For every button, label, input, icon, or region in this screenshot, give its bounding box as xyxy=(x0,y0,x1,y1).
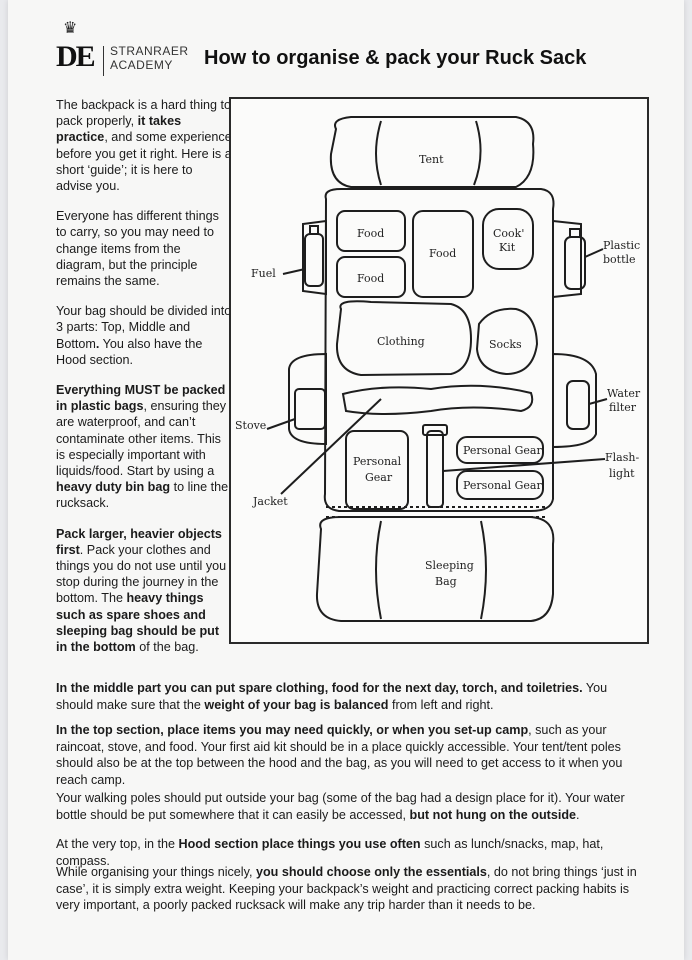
text-run: from left and right. xyxy=(388,697,494,712)
intro-paragraph: Pack larger, heavier objects first. Pack… xyxy=(56,526,232,656)
pack-body xyxy=(323,188,555,512)
label-plastic-bottle-2: bottle xyxy=(603,253,636,266)
right-lower-pocket xyxy=(552,352,597,449)
label-clothing: Clothing xyxy=(377,335,425,348)
stove xyxy=(294,388,326,430)
text-run: , ensuring they are waterproof, and can’… xyxy=(56,399,227,479)
label-personal-gear-left-1: Personal xyxy=(353,455,402,468)
bold-text-run: it takes practice xyxy=(56,114,182,145)
clothing-bag xyxy=(335,300,473,377)
bold-text-run: you should choose only the essentials xyxy=(255,865,487,879)
page-title: How to organise & pack your Ruck Sack xyxy=(204,47,587,69)
paragraph-essentials: While organising your things nicely, you… xyxy=(56,864,646,914)
text-run: The backpack is a hard thing to pack pro… xyxy=(56,98,232,129)
paragraph-top-section: In the top section, place items you may … xyxy=(56,722,646,788)
text-run: Your bag should be divided into 3 parts:… xyxy=(56,304,232,351)
text-run: . Pack your clothes and things you do no… xyxy=(56,542,227,606)
personal-gear-left xyxy=(345,430,409,510)
personal-gear-top xyxy=(456,436,544,464)
label-tent: Tent xyxy=(419,153,444,166)
text-run: of the bag. xyxy=(135,640,199,655)
label-food-2: Food xyxy=(357,272,384,285)
bold-text-run: heavy duty bin bag xyxy=(56,480,171,495)
label-cook-kit-2: Kit xyxy=(499,241,516,254)
label-cook-kit-1: Cook' xyxy=(493,227,524,240)
paragraph-hood-section: At the very top, in the Hood section pla… xyxy=(56,836,646,869)
logo-mark: DE xyxy=(56,40,96,73)
label-jacket: Jacket xyxy=(252,495,288,508)
bold-text-run: weight of your bag is balanced xyxy=(204,697,389,712)
label-personal-gear-bottom: Personal Gear xyxy=(463,479,542,492)
label-sleeping-bag-2: Bag xyxy=(435,575,457,588)
jacket-roll xyxy=(341,384,534,415)
food-box-1 xyxy=(336,210,406,252)
label-flashlight-1: Flash- xyxy=(605,451,639,464)
logo-divider xyxy=(103,46,104,76)
text-run: Everyone has different things to carry, … xyxy=(56,209,219,289)
bold-text-run: Everything MUST be packed in plastic bag… xyxy=(56,383,226,414)
rucksack-diagram: Tent Food Food Food Cook' Kit Plastic bo… xyxy=(229,97,649,644)
text-run: You also have the Hood section. xyxy=(56,336,203,367)
label-stove: Stove xyxy=(235,419,266,432)
label-fuel: Fuel xyxy=(251,267,276,280)
text-run: Your walking poles should put outside yo… xyxy=(56,791,625,822)
intro-paragraph: Your bag should be divided into 3 parts:… xyxy=(56,303,232,368)
text-run: , and some experience before you get it … xyxy=(56,130,232,194)
school-name: STRANRAER ACADEMY xyxy=(110,44,189,72)
food-box-2 xyxy=(336,256,406,298)
label-plastic-bottle-1: Plastic xyxy=(603,239,640,252)
personal-gear-bottom xyxy=(456,470,544,500)
text-run: At the very top, in the xyxy=(56,837,179,851)
intro-paragraph: The backpack is a hard thing to pack pro… xyxy=(56,97,232,194)
bold-text-run: Hood section place things you use often xyxy=(178,837,421,851)
paragraph-middle-section: In the middle part you can put spare clo… xyxy=(56,680,646,713)
label-personal-gear-left-2: Gear xyxy=(365,471,393,484)
label-sleeping-bag-1: Sleeping xyxy=(425,559,474,572)
paragraph-walking-poles: Your walking poles should put outside yo… xyxy=(56,790,646,823)
bold-text-run: In the middle part you can put spare clo… xyxy=(56,681,583,695)
fuel-bottle xyxy=(304,233,324,287)
flashlight xyxy=(426,430,444,508)
text-run: to line the rucksack. xyxy=(56,480,229,511)
crown-icon: ♛ xyxy=(63,20,78,37)
label-personal-gear-top: Personal Gear xyxy=(463,444,542,457)
tent-roll xyxy=(329,116,535,188)
right-side-pocket xyxy=(552,219,582,299)
label-water-filter-2: filter xyxy=(609,401,637,414)
intro-paragraph: Everyone has different things to carry, … xyxy=(56,208,232,289)
bold-text-run: In the top section, place items you may … xyxy=(56,723,529,737)
text-run: such as lunch/snacks, map, hat, compass. xyxy=(56,837,604,868)
label-socks: Socks xyxy=(489,338,522,351)
label-flashlight-2: light xyxy=(609,467,635,480)
text-run: . xyxy=(576,807,580,822)
label-food-3: Food xyxy=(429,247,456,260)
text-run: While organising your things nicely, xyxy=(56,865,256,879)
text-run: , such as your raincoat, stove, and food… xyxy=(56,723,623,787)
school-logo: ♛ DE STRANRAER ACADEMY xyxy=(56,18,196,78)
socks-bag xyxy=(475,307,539,376)
bold-text-run: but not hung on the outside xyxy=(409,807,577,822)
label-water-filter-1: Water xyxy=(607,387,641,400)
intro-column: The backpack is a hard thing to pack pro… xyxy=(56,97,232,669)
bold-text-run: heavy things such as spare shoes and sle… xyxy=(56,591,220,655)
bold-text-run: Pack larger, heavier objects first xyxy=(56,526,222,557)
label-food-1: Food xyxy=(357,227,384,240)
bold-text-run: . xyxy=(95,336,100,351)
text-run: , do not bring things ‘just in case’, it… xyxy=(56,865,637,913)
left-lower-pocket xyxy=(288,352,327,446)
intro-paragraph: Everything MUST be packed in plastic bag… xyxy=(56,382,232,512)
food-box-3 xyxy=(412,210,474,298)
cook-kit-box xyxy=(482,208,534,270)
water-filter xyxy=(566,380,590,430)
rucksack-drawing: Tent Food Food Food Cook' Kit Plastic bo… xyxy=(235,116,641,622)
sleeping-bag xyxy=(315,516,555,622)
text-run: You should make sure that the xyxy=(56,681,608,712)
